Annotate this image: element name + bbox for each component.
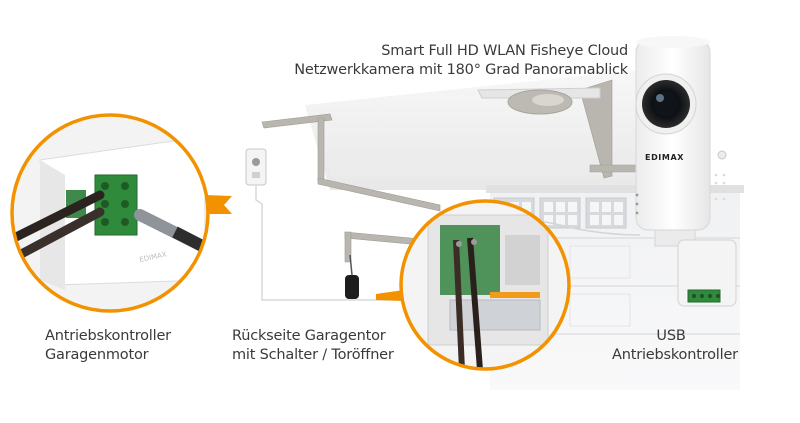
usb-controller-caption-line2: Antriebskontroller [612,347,738,363]
usb-controller-device [677,239,737,307]
callout-arrow-left [204,195,232,214]
garage-opener-motor [477,87,601,115]
controller-caption-line2: Garagenmotor [45,347,149,363]
usb-controller-caption: USB Antriebskontroller [612,327,738,365]
controller-caption: Antriebskontroller Garagenmotor [45,327,171,365]
camera-brand: EDIMAX [645,153,684,162]
camera-caption-line2: Netzwerkkamera mit 180° Grad Panoramabli… [294,62,628,78]
camera-caption: Smart Full HD WLAN Fisheye Cloud Netzwer… [294,42,628,80]
camera-caption-line1: Smart Full HD WLAN Fisheye Cloud [381,43,628,59]
door-sensor [345,254,359,299]
zoom-circle-controller: EDIMAX [10,113,210,313]
zoom-circle-rear-switch [399,199,571,371]
rear-switch-caption: Rückseite Garagentor mit Schalter / Torö… [232,327,394,365]
callout-arrow-right [376,283,412,308]
rear-switch-caption-line2: mit Schalter / Toröffner [232,347,394,363]
rear-switch-caption-line1: Rückseite Garagentor [232,328,386,344]
controller-caption-line1: Antriebskontroller [45,328,171,344]
wall-switch [245,148,410,301]
ceiling-rails [261,79,701,263]
usb-controller-caption-line1: USB [656,328,686,344]
